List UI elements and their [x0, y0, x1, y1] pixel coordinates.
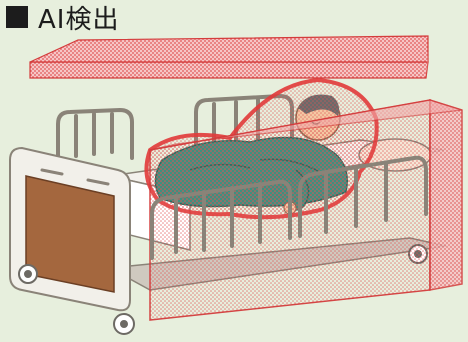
top-detection-box: [29, 35, 429, 79]
front-side-rails: [150, 155, 428, 260]
title: AI検出: [6, 0, 120, 35]
headboard: [9, 146, 131, 312]
title-marker-icon: [6, 6, 28, 28]
title-text: AI検出: [38, 4, 120, 35]
